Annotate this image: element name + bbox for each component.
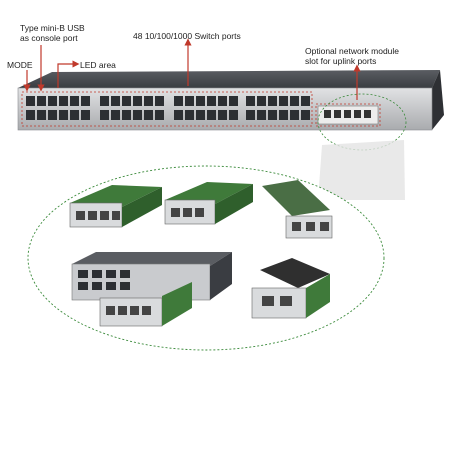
module-slot-label-line1: Optional network module: [305, 46, 400, 56]
switch-port: [59, 110, 68, 120]
switch-port: [268, 96, 277, 106]
switch-port: [133, 96, 142, 106]
switch-port: [279, 96, 288, 106]
switch-port: [290, 110, 299, 120]
switch-port: [70, 110, 79, 120]
switch-port: [155, 96, 164, 106]
switch-port: [111, 96, 120, 106]
network-module-icon: [251, 258, 330, 319]
switch-port: [268, 110, 277, 120]
mode-label: MODE: [7, 60, 33, 70]
switch-port: [144, 110, 153, 120]
switch-port: [70, 96, 79, 106]
switch-port: [48, 110, 57, 120]
switch-port: [37, 110, 46, 120]
network-module-icon: [164, 182, 253, 225]
module-slot-label-line2: slot for uplink ports: [305, 56, 377, 66]
switch-port: [207, 110, 216, 120]
switch-ports-label: 48 10/100/1000 Switch ports: [133, 31, 241, 41]
switch-port: [26, 110, 35, 120]
switch-port: [133, 110, 142, 120]
switch-port: [218, 96, 227, 106]
switch-port: [155, 110, 164, 120]
switch-port: [111, 110, 120, 120]
switch-port: [37, 96, 46, 106]
switch-port: [81, 110, 90, 120]
switch-port: [122, 96, 131, 106]
switch-port: [196, 96, 205, 106]
network-module-icon: [71, 252, 232, 327]
switch-port: [185, 110, 194, 120]
switch-port: [279, 110, 288, 120]
switch-port: [122, 110, 131, 120]
switch-port: [229, 110, 238, 120]
network-module-icon: [69, 185, 162, 228]
switch-port: [301, 110, 310, 120]
switch-port: [301, 96, 310, 106]
switch-port: [59, 96, 68, 106]
switch-port: [257, 110, 266, 120]
switch-port: [229, 96, 238, 106]
switch-port: [246, 96, 255, 106]
switch-port: [207, 96, 216, 106]
switch-port: [218, 110, 227, 120]
network-module-icon: [262, 180, 333, 239]
switch-port: [174, 110, 183, 120]
switch-port: [174, 96, 183, 106]
usb-console-label-line2: as console port: [20, 33, 78, 43]
switch-port: [185, 96, 194, 106]
led-area-label: LED area: [80, 60, 116, 70]
switch-port: [290, 96, 299, 106]
switch-port: [26, 96, 35, 106]
switch-port: [100, 110, 109, 120]
switch-port: [144, 96, 153, 106]
switch-ports: [26, 96, 310, 120]
switch-port: [100, 96, 109, 106]
switch-port: [81, 96, 90, 106]
switch-port: [257, 96, 266, 106]
switch-chassis-icon: [17, 70, 444, 131]
switch-port: [48, 96, 57, 106]
switch-port: [246, 110, 255, 120]
usb-console-label-line1: Type mini-B USB: [20, 23, 85, 33]
switch-port: [196, 110, 205, 120]
